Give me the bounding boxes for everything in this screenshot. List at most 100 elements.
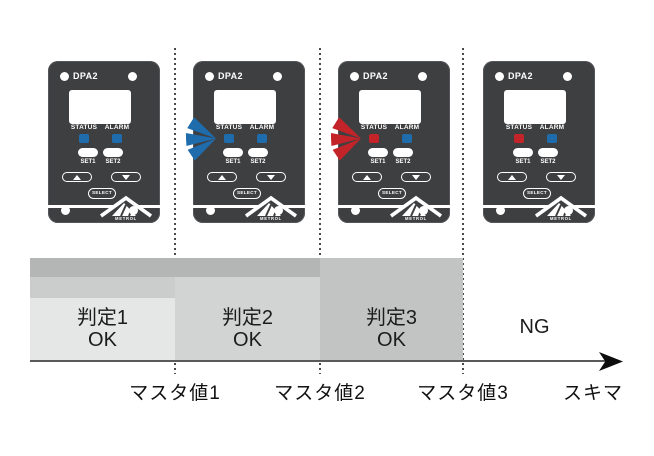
judgment1-zone-label: 判定1 OK bbox=[30, 307, 175, 351]
dpa2-device-1: DPA2 STATUS ALARM SET1 SET2 SELECT METRO… bbox=[48, 61, 160, 223]
screw-icon bbox=[418, 72, 427, 81]
select-button: SELECT bbox=[378, 188, 406, 199]
screw-icon bbox=[563, 72, 572, 81]
up-button bbox=[62, 172, 92, 182]
set2-button bbox=[538, 148, 558, 157]
judgment3-range-bar bbox=[30, 258, 320, 277]
zone-label-line2: OK bbox=[377, 329, 406, 351]
alarm-label: ALARM bbox=[394, 124, 420, 131]
set2-label: SET2 bbox=[250, 159, 266, 165]
metrol-logo-label: METROL bbox=[115, 216, 137, 221]
up-arrow-icon bbox=[218, 174, 226, 180]
status-label: STATUS bbox=[360, 124, 388, 131]
down-button bbox=[256, 172, 286, 182]
alarm-label: ALARM bbox=[249, 124, 275, 131]
flash-ray-icon bbox=[186, 132, 216, 146]
select-button: SELECT bbox=[233, 188, 261, 199]
screw-icon bbox=[61, 206, 70, 215]
status-led bbox=[514, 134, 524, 143]
zone-label-line1: 判定3 bbox=[365, 307, 418, 329]
master-value-1-label: マスタ値1 bbox=[129, 383, 221, 404]
set1-label: SET1 bbox=[370, 159, 386, 165]
set1-button bbox=[368, 148, 388, 157]
set2-button bbox=[248, 148, 268, 157]
up-button bbox=[207, 172, 237, 182]
set2-button bbox=[393, 148, 413, 157]
alarm-label: ALARM bbox=[104, 124, 130, 131]
divider bbox=[483, 205, 595, 208]
metrol-logo-label: METROL bbox=[550, 216, 572, 221]
master-value-2-label: マスタ値2 bbox=[274, 383, 366, 404]
divider bbox=[193, 205, 305, 208]
judgment3-zone bbox=[320, 258, 463, 360]
screw-icon bbox=[564, 206, 573, 215]
screw-icon bbox=[128, 72, 137, 81]
set1-button bbox=[223, 148, 243, 157]
judgment2-zone bbox=[175, 277, 320, 360]
blink-indicator bbox=[186, 106, 216, 171]
screw-icon bbox=[129, 206, 138, 215]
down-button bbox=[401, 172, 431, 182]
divider bbox=[48, 205, 160, 208]
down-arrow-icon bbox=[122, 174, 130, 180]
master2-threshold-line bbox=[319, 48, 321, 374]
gap-axis-line bbox=[30, 360, 606, 362]
select-button: SELECT bbox=[88, 188, 116, 199]
device-brand-label: DPA2 bbox=[508, 71, 533, 81]
device-brand-label: DPA2 bbox=[363, 71, 388, 81]
alarm-led bbox=[547, 134, 557, 143]
screw-icon bbox=[205, 72, 214, 81]
status-led bbox=[369, 134, 379, 143]
set2-label: SET2 bbox=[105, 159, 121, 165]
device-brand-label: DPA2 bbox=[73, 71, 98, 81]
down-arrow-icon bbox=[267, 174, 275, 180]
divider bbox=[338, 205, 450, 208]
alarm-led bbox=[257, 134, 267, 143]
device-display bbox=[69, 90, 131, 124]
set1-button bbox=[78, 148, 98, 157]
zone-label-line1: 判定1 bbox=[76, 307, 129, 329]
up-arrow-icon bbox=[508, 174, 516, 180]
dpa2-device-2: DPA2 STATUS ALARM SET1 SET2 SELECT METRO… bbox=[193, 61, 305, 223]
set2-label: SET2 bbox=[540, 159, 556, 165]
metrol-logo-label: METROL bbox=[260, 216, 282, 221]
alarm-led bbox=[112, 134, 122, 143]
zone-label-line1: 判定2 bbox=[221, 307, 274, 329]
device-display bbox=[359, 90, 421, 124]
screw-icon bbox=[495, 72, 504, 81]
alarm-label: ALARM bbox=[539, 124, 565, 131]
ng-zone-label: NG bbox=[463, 316, 606, 338]
screw-icon bbox=[419, 206, 428, 215]
set1-label: SET1 bbox=[515, 159, 531, 165]
select-button: SELECT bbox=[523, 188, 551, 199]
up-arrow-icon bbox=[363, 174, 371, 180]
zone-label-line2: OK bbox=[233, 329, 262, 351]
metrol-logo-icon bbox=[244, 195, 298, 218]
judgment2-zone-label: 判定2 OK bbox=[175, 307, 320, 351]
screw-icon bbox=[206, 206, 215, 215]
set1-button bbox=[513, 148, 533, 157]
down-arrow-icon bbox=[557, 174, 565, 180]
blink-indicator bbox=[331, 106, 361, 171]
down-arrow-icon bbox=[412, 174, 420, 180]
set1-label: SET1 bbox=[80, 159, 96, 165]
down-button bbox=[546, 172, 576, 182]
screw-icon bbox=[60, 72, 69, 81]
gap-axis-label: スキマ bbox=[562, 383, 623, 404]
alarm-led bbox=[402, 134, 412, 143]
down-button bbox=[111, 172, 141, 182]
screw-icon bbox=[350, 72, 359, 81]
status-label: STATUS bbox=[70, 124, 98, 131]
screw-icon bbox=[273, 72, 282, 81]
judgment1-zone bbox=[30, 298, 175, 360]
master1-threshold-line bbox=[174, 48, 176, 374]
screw-icon bbox=[496, 206, 505, 215]
dpa2-device-3: DPA2 STATUS ALARM SET1 SET2 SELECT METRO… bbox=[338, 61, 450, 223]
screw-icon bbox=[351, 206, 360, 215]
metrol-logo-icon bbox=[389, 195, 443, 218]
metrol-logo-label: METROL bbox=[405, 216, 427, 221]
device-display bbox=[214, 90, 276, 124]
flash-ray-icon bbox=[331, 132, 361, 146]
status-led bbox=[79, 134, 89, 143]
